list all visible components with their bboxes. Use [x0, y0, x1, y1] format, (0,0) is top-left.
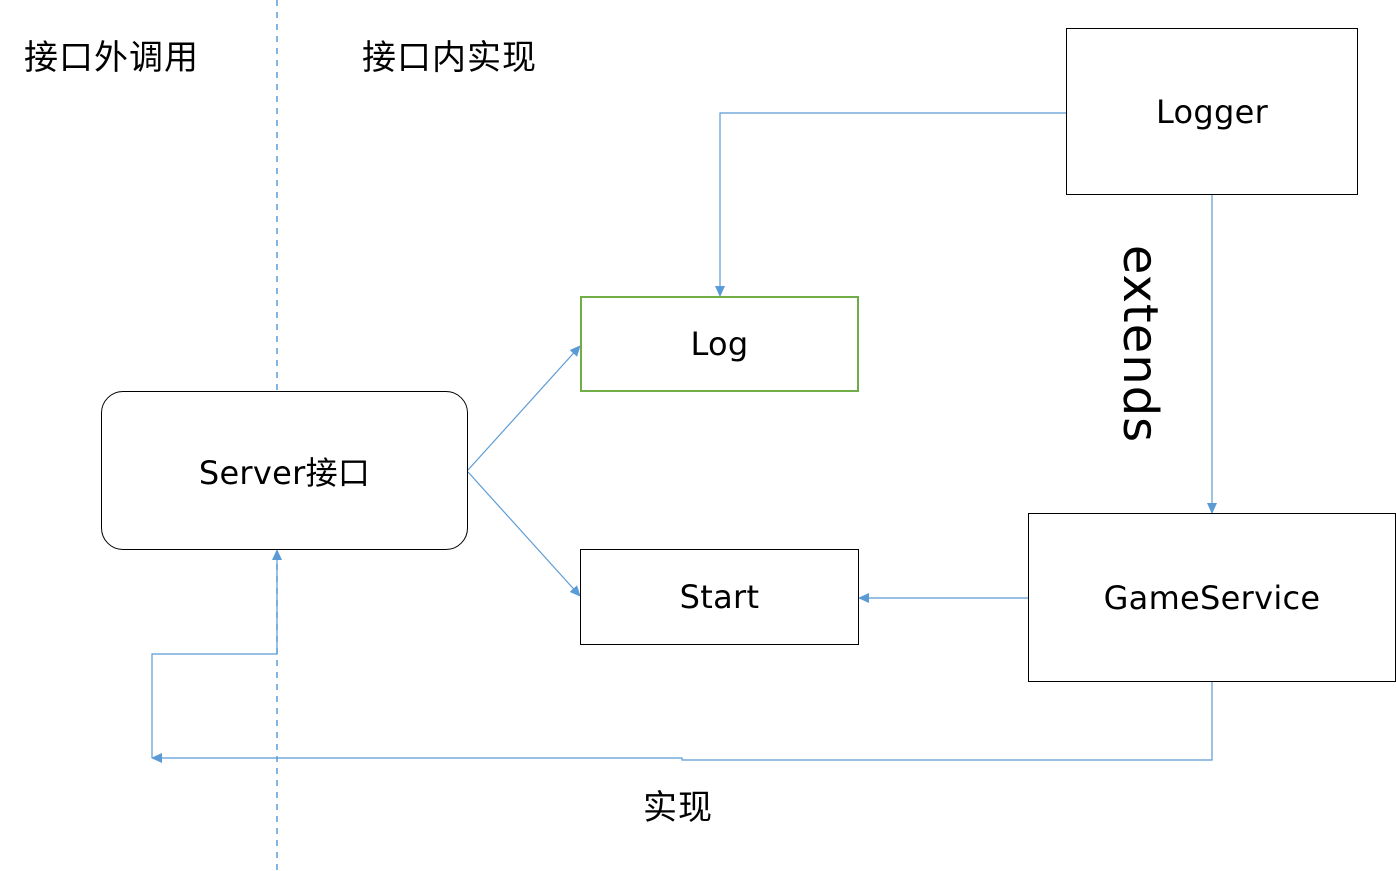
node-logger[interactable]: Logger: [1066, 28, 1358, 195]
node-server-interface[interactable]: Server接口: [101, 391, 468, 550]
arrow-gameservice-implement: [151, 682, 1213, 763]
arrow-implement-to-server: [151, 549, 282, 758]
edge-label-implement: 实现: [643, 788, 713, 828]
node-logger-label: Logger: [1155, 92, 1269, 131]
region-label-outside-call: 接口外调用: [24, 38, 199, 78]
edge-label-extends: extends: [1112, 244, 1168, 444]
node-log-label: Log: [690, 325, 749, 363]
node-gameservice[interactable]: GameService: [1028, 513, 1396, 682]
arrow-server-to-start: [467, 471, 581, 597]
node-server-label: Server接口: [198, 453, 371, 492]
arrow-logger-to-log: [715, 112, 1066, 297]
node-start[interactable]: Start: [580, 549, 859, 645]
node-start-label: Start: [679, 578, 760, 616]
node-gameservice-label: GameService: [1103, 578, 1321, 617]
arrow-server-to-log: [467, 345, 581, 471]
node-log[interactable]: Log: [580, 296, 859, 392]
region-label-inside-implementation: 接口内实现: [362, 38, 537, 78]
